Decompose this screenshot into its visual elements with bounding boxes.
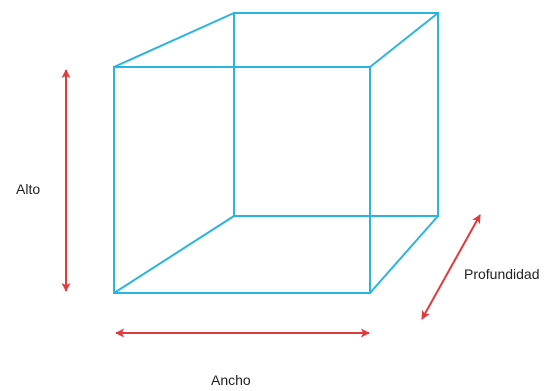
cube-edge-top-right bbox=[369, 12, 439, 68]
cube-edge-bottom-right bbox=[369, 215, 439, 294]
depth-arrow bbox=[421, 214, 481, 320]
dimension-arrows bbox=[61, 69, 481, 338]
cube-edge-bottom-left bbox=[113, 215, 235, 294]
cube-wireframe bbox=[113, 12, 439, 294]
width-label: Ancho bbox=[211, 372, 251, 388]
height-label: Alto bbox=[16, 181, 40, 197]
cube-edge-top-left bbox=[113, 12, 235, 68]
cube-back-face bbox=[233, 12, 439, 217]
depth-label: Profundidad bbox=[464, 266, 540, 282]
cube-front-face bbox=[113, 66, 371, 294]
